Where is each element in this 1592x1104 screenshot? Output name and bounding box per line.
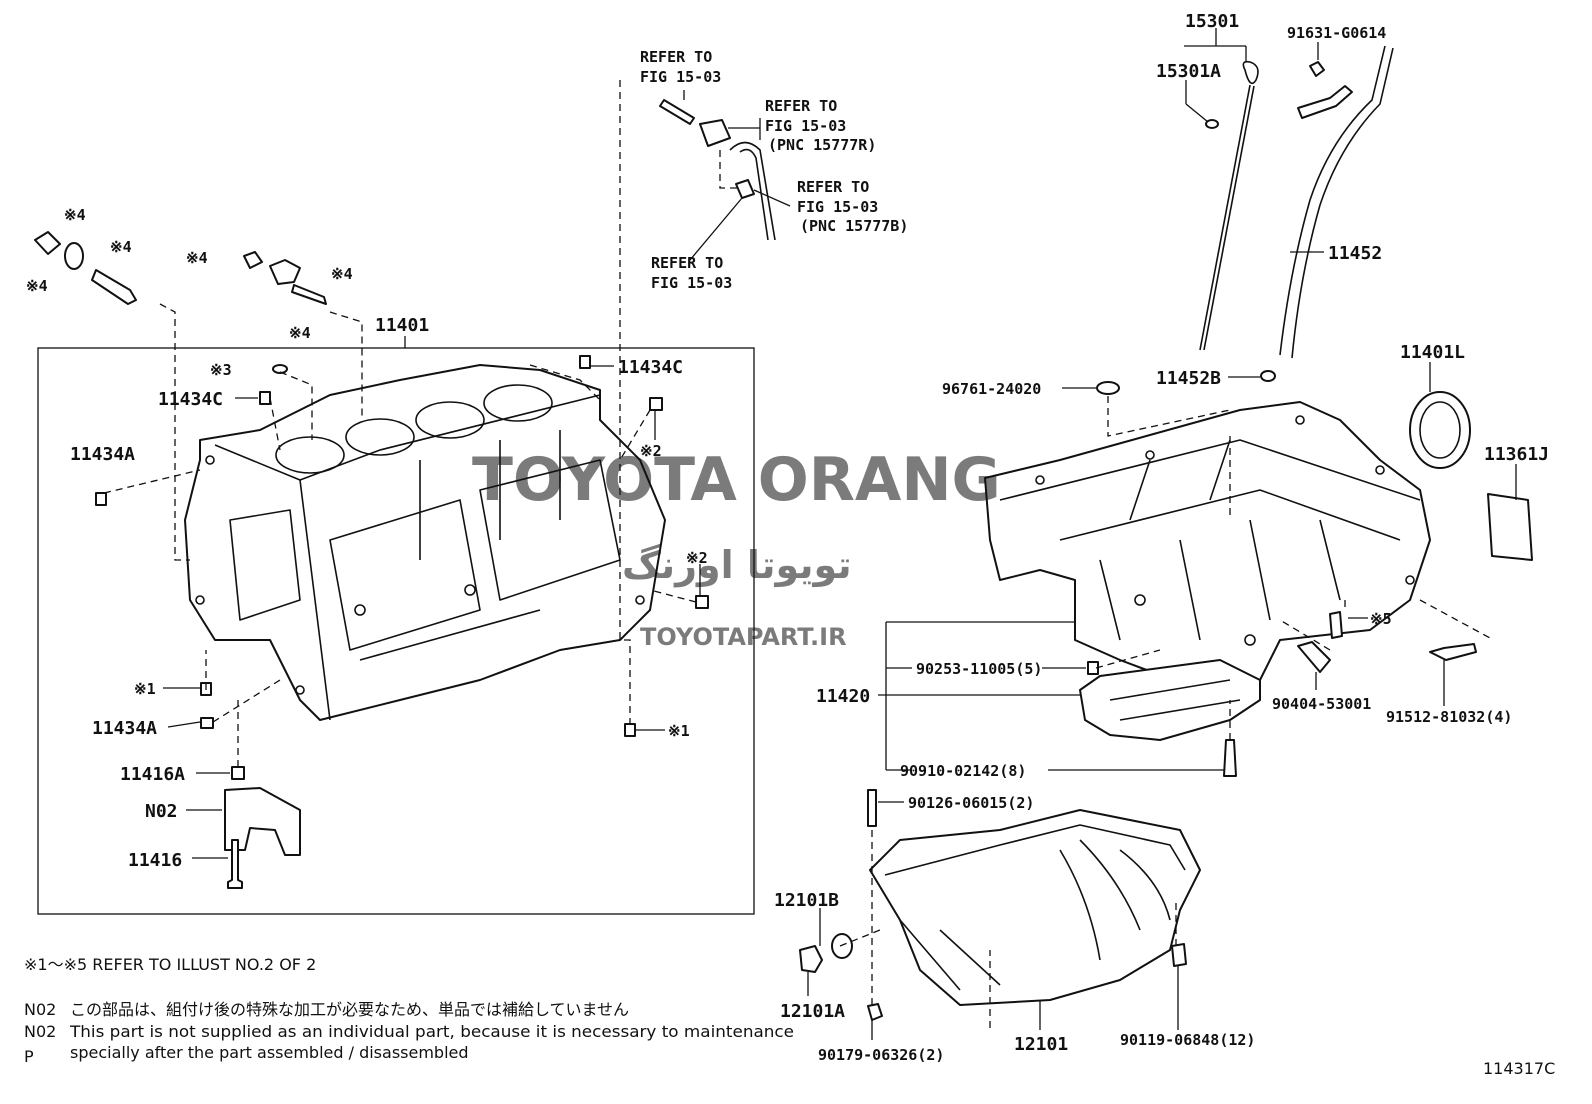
label-15301A: 15301A	[1156, 61, 1221, 82]
ref3-line3: (PNC 15777B)	[800, 217, 908, 235]
reference-marks: ※4 ※4 ※4 ※4 ※4 ※4 ※3 ※2 ※2 ※1 ※1 ※5	[26, 206, 1392, 740]
part-labels: 15301 15301A 91631-G0614 11452 11452B 96…	[70, 11, 1555, 1078]
label-91631: 91631-G0614	[1287, 24, 1386, 42]
ref1-line2: FIG 15-03	[640, 68, 721, 86]
cylinder-block-frame	[37, 347, 755, 915]
mark-4-f: ※4	[289, 324, 311, 342]
label-90119: 90119-06848(12)	[1120, 1031, 1255, 1049]
mark-4-b: ※4	[110, 238, 132, 256]
note-n02-en-line2: specially after the part assembled / dis…	[70, 1043, 469, 1062]
mark-1-a: ※1	[134, 680, 156, 698]
block-small-parts	[95, 355, 709, 889]
note-p-mark: P	[24, 1047, 34, 1066]
label-90404: 90404-53001	[1272, 695, 1371, 713]
ref3-line1: REFER TO	[797, 178, 869, 196]
mark-5: ※5	[1370, 610, 1392, 628]
ref2-line1: REFER TO	[765, 97, 837, 115]
note-n02-code-en: N02	[24, 1022, 56, 1041]
note-refer-illust: ※1～※5 REFER TO ILLUST NO.2 OF 2	[24, 955, 316, 974]
mark-2-b: ※2	[686, 549, 708, 567]
label-N02: N02	[145, 801, 178, 822]
label-11452B: 11452B	[1156, 368, 1221, 389]
ref1-line1: REFER TO	[640, 48, 712, 66]
leader-lines-right	[807, 28, 1517, 1040]
watermark-brand: TOYOTA ORANG	[472, 445, 1001, 515]
ref3-line2: FIG 15-03	[797, 198, 878, 216]
label-11401L: 11401L	[1400, 342, 1465, 363]
mark-3: ※3	[210, 361, 232, 379]
note-n02-jp: この部品は、組付け後の特殊な加工が必要なため、単品では補給していません	[70, 1000, 629, 1019]
label-90253: 90253-11005(5)	[916, 660, 1042, 678]
watermark-persian: تویوتا اورنگ	[622, 543, 852, 588]
note-n02-en-line1: This part is not supplied as an individu…	[69, 1022, 794, 1041]
label-15301: 15301	[1185, 11, 1239, 32]
ref4-line1: REFER TO	[651, 254, 723, 272]
label-11434A-upper: 11434A	[70, 444, 135, 465]
mark-2-a: ※2	[640, 442, 662, 460]
label-90179: 90179-06326(2)	[818, 1046, 944, 1064]
label-11361J: 11361J	[1484, 444, 1549, 465]
label-11434A-lower: 11434A	[92, 718, 157, 739]
guide-lines-right	[839, 396, 1491, 1028]
stiffener-crankcase-drawing	[984, 401, 1431, 701]
label-11434C-left: 11434C	[158, 389, 223, 410]
watermark: TOYOTA ORANG تویوتا اورنگ TOYOTAPART.IR	[472, 445, 1001, 651]
guide-lines-left	[103, 80, 738, 767]
mark-1-b: ※1	[668, 722, 690, 740]
top-left-fasteners	[34, 99, 776, 305]
label-90126: 90126-06015(2)	[908, 794, 1034, 812]
label-90910: 90910-02142(8)	[900, 762, 1026, 780]
mark-4-c: ※4	[26, 277, 48, 295]
label-11420: 11420	[816, 686, 870, 707]
diagram-id: 114317C	[1483, 1059, 1555, 1078]
refer-callouts: REFER TO FIG 15-03 REFER TO FIG 15-03 (P…	[640, 48, 908, 292]
label-11416: 11416	[128, 850, 182, 871]
label-11401: 11401	[375, 315, 429, 336]
watermark-site: TOYOTAPART.IR	[640, 623, 847, 651]
label-91512: 91512-81032(4)	[1386, 708, 1512, 726]
mark-4-e: ※4	[331, 265, 353, 283]
ref4-line2: FIG 15-03	[651, 274, 732, 292]
ref2-line3: (PNC 15777R)	[768, 136, 876, 154]
label-12101B: 12101B	[774, 890, 839, 911]
leader-lines-left	[163, 90, 791, 859]
footnotes: ※1～※5 REFER TO ILLUST NO.2 OF 2 N02 この部品…	[24, 955, 794, 1066]
mark-4-d: ※4	[186, 249, 208, 267]
label-96761: 96761-24020	[942, 380, 1041, 398]
note-n02-code-jp: N02	[24, 1000, 56, 1019]
oil-pump-baffle	[1079, 659, 1261, 741]
mark-4-a: ※4	[64, 206, 86, 224]
cylinder-block-drawing	[184, 364, 666, 721]
oil-pan-drawing	[869, 809, 1201, 1006]
label-12101A: 12101A	[780, 1001, 845, 1022]
label-11452: 11452	[1328, 243, 1382, 264]
label-11416A: 11416A	[120, 764, 185, 785]
ref2-line2: FIG 15-03	[765, 117, 846, 135]
label-11434C-right: 11434C	[618, 357, 683, 378]
label-12101: 12101	[1014, 1034, 1068, 1055]
